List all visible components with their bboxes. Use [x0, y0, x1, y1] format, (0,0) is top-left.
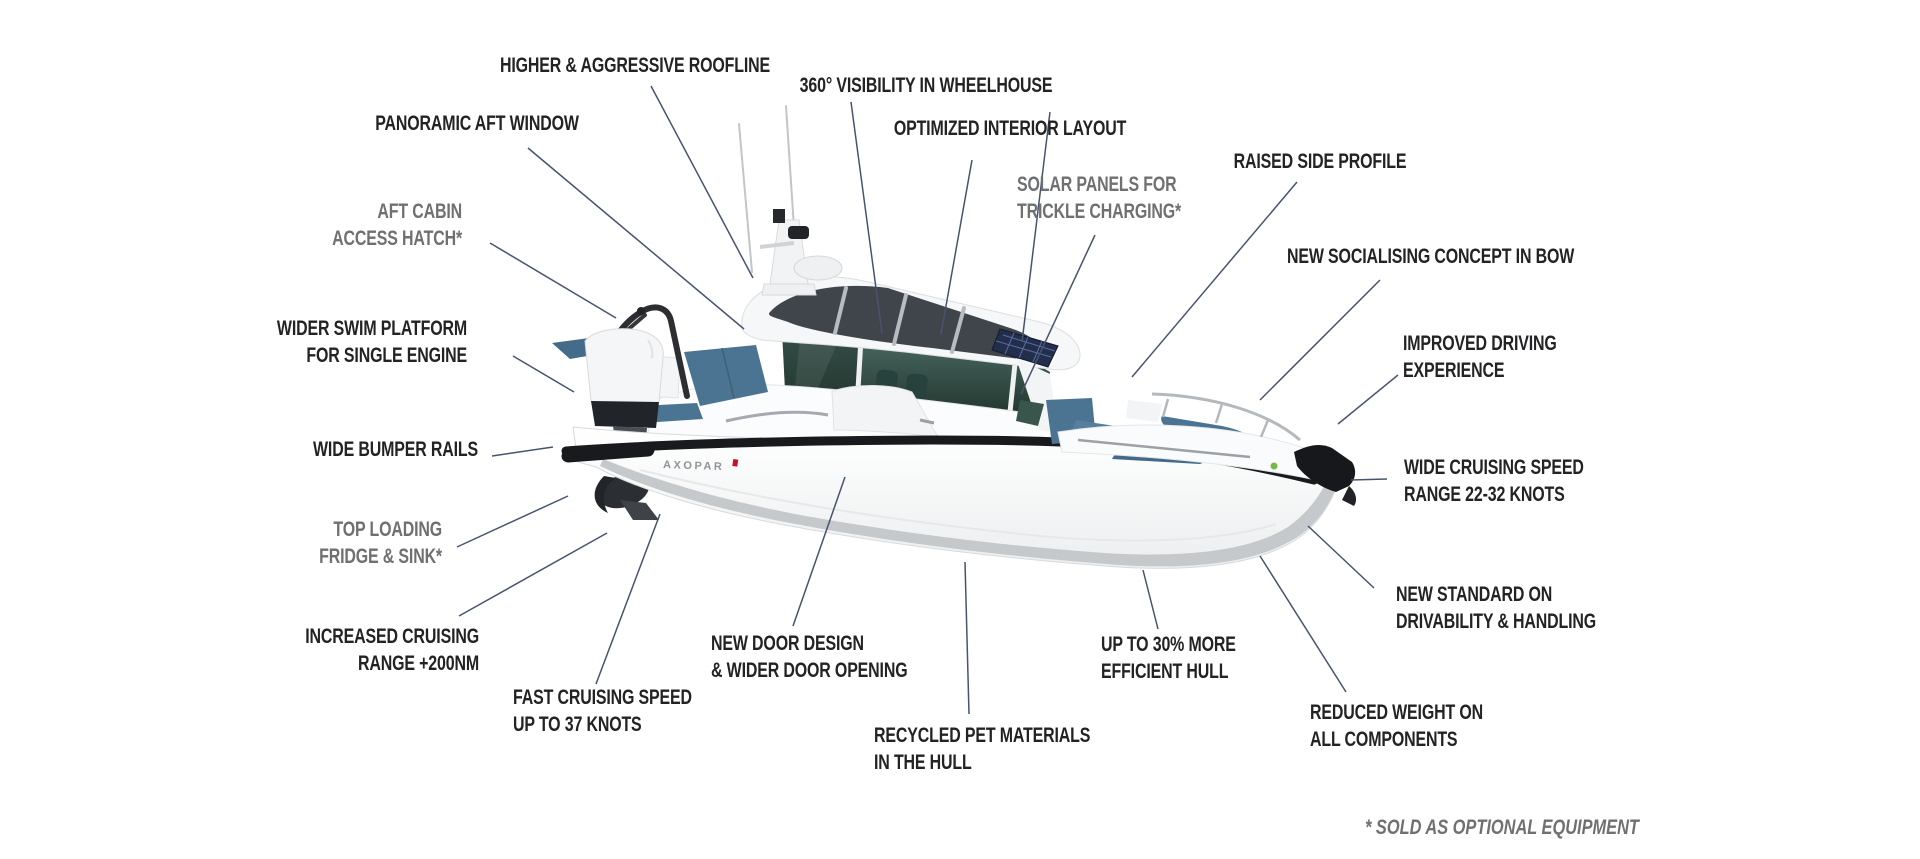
leader-line-wide-bumper-rails [491, 446, 554, 457]
bow-fitting [1294, 444, 1356, 492]
mast-spreader [759, 241, 795, 249]
door-handle [919, 418, 935, 425]
mast-camera [788, 226, 809, 239]
roof-crossbars [833, 286, 966, 354]
leader-line-improved-driving-experience [1337, 374, 1399, 425]
feature-label-optimized-interior-layout: OPTIMIZED INTERIOR LAYOUT [893, 117, 1127, 140]
leader-line-new-socialising-concept [1259, 279, 1381, 401]
leader-line-reduced-weight [1259, 555, 1347, 693]
solar-panel [991, 328, 1059, 368]
feature-label-raised-side-profile: RAISED SIDE PROFILE [1233, 150, 1407, 173]
footnote-text: * SOLD AS OPTIONAL EQUIPMENT [1365, 816, 1639, 839]
leader-line-fast-cruising-speed [595, 513, 661, 685]
leader-line-aft-cabin-access-hatch [489, 242, 617, 319]
cabin-front [1016, 358, 1090, 438]
leader-line-increased-cruising-range [458, 532, 608, 617]
feature-label-higher-aggressive-roofline: HIGHER & AGGRESSIVE ROOFLINE [499, 54, 771, 77]
mast-light [773, 209, 785, 223]
feature-label-new-socialising-concept: NEW SOCIALISING CONCEPT IN BOW [1287, 245, 1575, 268]
leader-line-optimized-interior-layout [940, 159, 973, 335]
roof-canvas [768, 285, 1043, 360]
leader-line-recycled-pet-materials [964, 561, 970, 715]
feature-label-panoramic-aft-window: PANORAMIC AFT WINDOW [375, 112, 579, 135]
feature-label-wide-bumper-rails: WIDE BUMPER RAILS [312, 438, 478, 461]
brand-logo: AXOPAR [663, 459, 725, 473]
bow-floor [1016, 400, 1044, 426]
leader-line-visibility-wheelhouse [850, 101, 883, 334]
roof [741, 276, 1081, 371]
bow [1016, 392, 1357, 506]
stern-bumper-rail [561, 443, 655, 463]
aft-sunpad [684, 345, 768, 406]
nav-light [1270, 462, 1278, 470]
leader-line-visibility-wheelhouse-2 [1021, 111, 1051, 343]
brand-logo-mark [732, 459, 739, 467]
radar-dome [793, 255, 843, 281]
leader-line-panoramic-aft-window [527, 147, 745, 330]
bow-inner-rail [1077, 438, 1251, 459]
leader-line-new-standard-drivability [1307, 525, 1375, 589]
leader-line-new-door-design [792, 476, 846, 627]
cockpit-grabrail [725, 410, 829, 423]
radar-mast [759, 209, 843, 296]
leader-line-raised-side-profile [1131, 181, 1298, 378]
hull-underside [600, 459, 1338, 567]
leader-line-wider-swim-platform [512, 355, 575, 393]
bow-rail [1151, 392, 1301, 442]
leader-line-higher-aggressive-roofline [650, 85, 754, 279]
feature-label-new-door-design: NEW DOOR DESIGN& WIDER DOOR OPENING [711, 632, 908, 682]
feature-label-visibility-wheelhouse: 360° VISIBILITY IN WHEELHOUSE [799, 74, 1053, 97]
antenna-whips [738, 105, 795, 273]
leader-line-top-loading-fridge-sink [456, 495, 569, 548]
leader-line-solar-panels [1020, 234, 1096, 395]
leader-line-efficient-hull [1142, 569, 1159, 630]
glass-reflection [794, 338, 838, 402]
leader-line-wide-cruising-speed [1350, 478, 1388, 481]
spray-rail [639, 469, 1277, 542]
optional-equipment-footnote: * SOLD AS OPTIONAL EQUIPMENT [1365, 816, 1716, 840]
bow-console [1126, 400, 1162, 422]
leader-lines [456, 85, 1399, 715]
